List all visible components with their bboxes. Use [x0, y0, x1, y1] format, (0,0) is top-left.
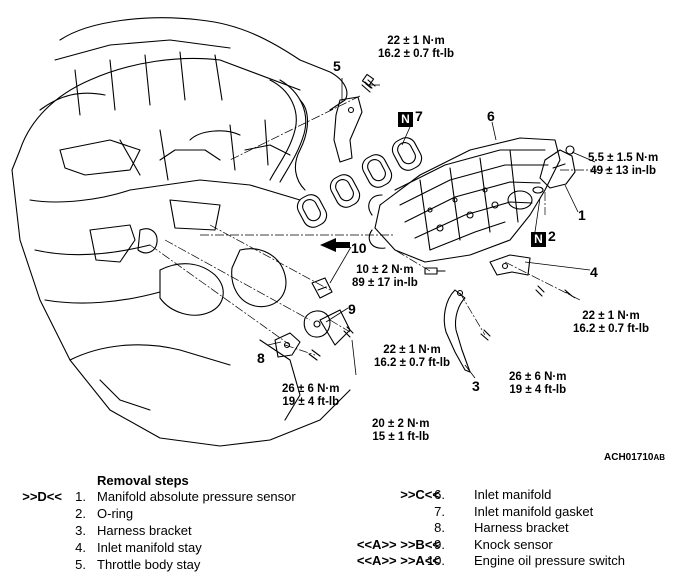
- step-text: Throttle body stay: [97, 557, 201, 572]
- step-text: Inlet manifold stay: [97, 540, 202, 555]
- throttle-body-stay: [334, 80, 375, 162]
- callout-4: 4: [590, 264, 598, 280]
- map-sensor: [533, 146, 575, 193]
- step-mark: >>D<<: [22, 489, 62, 504]
- callout-6: 6: [487, 108, 495, 124]
- step-mark: >>C<<: [400, 487, 440, 502]
- step-number: 10.: [426, 553, 445, 568]
- step-number: 8.: [434, 520, 445, 535]
- step-text: O-ring: [97, 506, 134, 521]
- step-number: 4.: [75, 540, 86, 555]
- n-badge: N: [398, 112, 413, 127]
- engine-block: [12, 18, 350, 446]
- step-number: 9.: [434, 536, 445, 552]
- step-number: 7.: [434, 503, 445, 519]
- step-text: Harness bracket: [97, 523, 192, 538]
- step-number: 6.: [434, 487, 445, 502]
- manifold-bolt: [425, 268, 445, 274]
- callout-5: 5: [333, 58, 341, 74]
- figure-id: ACH01710AB: [604, 452, 666, 463]
- step-number: 2.: [75, 506, 86, 521]
- inlet-manifold: [369, 138, 560, 262]
- step-text: Inlet manifold: [474, 487, 552, 502]
- knock-sensor: [304, 311, 353, 337]
- arrow-symbol: [320, 238, 350, 252]
- removal-steps-title: Removal steps: [97, 473, 189, 488]
- oil-pressure-switch: [312, 278, 332, 298]
- top-bolt: [362, 74, 373, 88]
- step-number: 1.: [75, 489, 86, 504]
- callout-8: 8: [257, 350, 265, 366]
- step-number: 3.: [75, 523, 86, 538]
- step-text: Engine oil pressure switch: [474, 553, 626, 568]
- step-text: Inlet manifold gasket: [474, 503, 594, 519]
- callout-1: 1: [578, 207, 586, 223]
- step-text: Manifold absolute pressure sensor: [97, 489, 296, 504]
- step-text: Knock sensor: [474, 536, 553, 552]
- callout-3: 3: [472, 378, 480, 394]
- callout-9: 9: [348, 301, 356, 317]
- callout-10: 10: [351, 240, 367, 256]
- step-number: 5.: [75, 557, 86, 572]
- inlet-manifold-gasket: [294, 134, 425, 231]
- exploded-parts-diagram: [0, 0, 692, 462]
- n-badge: N: [531, 232, 546, 247]
- step-text: Harness bracket: [474, 520, 569, 535]
- step-mark: <<A>> >>B<<: [356, 536, 440, 552]
- step-mark: <<A>> >>A<<: [356, 553, 440, 568]
- harness-bracket-3: [444, 290, 490, 372]
